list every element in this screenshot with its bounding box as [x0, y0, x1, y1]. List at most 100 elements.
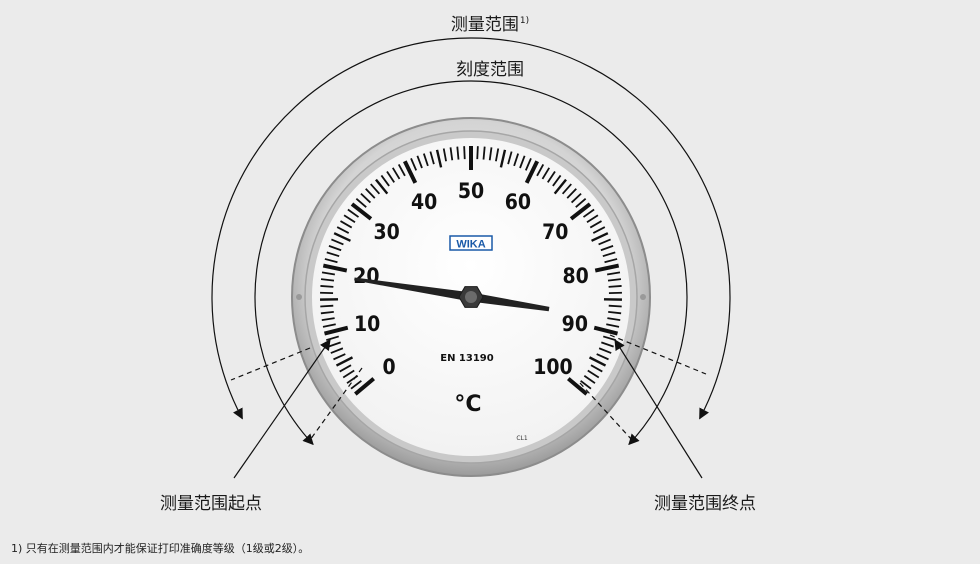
dial-tick [476, 146, 479, 160]
dial-tick [416, 155, 423, 169]
dial-tick [507, 151, 513, 165]
label-measure-range: 测量范围1) [0, 10, 980, 35]
dial-tick [354, 377, 375, 396]
dial-tick [375, 178, 389, 195]
dial-number: 80 [563, 264, 589, 288]
dial-tick [567, 377, 588, 396]
dial-tick [602, 335, 616, 342]
dial-tick [495, 148, 500, 162]
dial-tick [456, 146, 460, 160]
dial-tick [600, 245, 614, 252]
scale-range-arc-left [254, 80, 472, 446]
dial-tick [324, 325, 349, 336]
dial-tick [333, 353, 346, 361]
dial-tick [422, 153, 429, 167]
label-measure-range-text: 测量范围 [450, 15, 519, 35]
dial-tick [607, 278, 622, 282]
dial-tick [488, 147, 493, 161]
dial-tick [365, 188, 376, 199]
range-start-pointer-line [233, 339, 331, 479]
dial-tick [524, 158, 532, 171]
dial-tick [588, 356, 607, 367]
dial-tick [333, 232, 351, 242]
dial-tick [582, 208, 595, 218]
dial-tick [320, 285, 334, 288]
dial-tick [339, 364, 352, 373]
dial-class-mark: CL1 [516, 435, 528, 442]
dial-tick [322, 323, 336, 328]
brand-logo-text: WIKA [456, 239, 485, 251]
dial-tick [328, 245, 342, 252]
dial-tick [342, 369, 355, 379]
dial-tick [586, 214, 599, 224]
dial-tick [350, 380, 362, 390]
dial-tick [608, 304, 622, 308]
dial-tick [602, 251, 616, 258]
dial-tick [380, 174, 390, 187]
dial-tick [606, 271, 621, 276]
dial-tick [330, 347, 344, 354]
dial-tick [482, 146, 486, 160]
dial-unit-text: °C [454, 392, 481, 417]
dial-tick [536, 163, 545, 177]
dial-tick [331, 238, 344, 246]
footnote-text: 1) 只有在测量范围内才能保证打印准确度等级（1级或2级）。 [11, 542, 310, 555]
dial-tick [590, 364, 603, 373]
brand-badge: WIKA [449, 235, 493, 251]
dial-tick [326, 251, 340, 258]
dial-tick [607, 317, 621, 321]
dial-tick [598, 238, 611, 246]
dial-tick [429, 151, 435, 165]
dial-tick [541, 167, 550, 180]
bezel-screw-right [640, 294, 646, 300]
scale-start-dashed-line [309, 367, 363, 441]
scale-range-arc-right [470, 80, 688, 446]
dial-number: 30 [374, 220, 400, 244]
dial-tick [596, 353, 609, 361]
dial-tick [566, 188, 577, 199]
dial-tick [320, 304, 334, 308]
dial-number: 10 [354, 312, 380, 336]
gauge-pointer [354, 277, 550, 312]
dial-tick [570, 192, 582, 204]
dial-tick [340, 220, 353, 229]
dial-tick [347, 208, 360, 218]
dial-tick [336, 226, 350, 234]
dial-tick [606, 323, 620, 328]
dial-number: 90 [562, 312, 588, 336]
pointer-needle [354, 277, 550, 312]
dial-tick [322, 263, 348, 273]
scale-end-dashed-line [579, 382, 633, 441]
dial-tick [324, 258, 338, 264]
measure-range-arc-left [211, 37, 472, 420]
dial-tick [519, 155, 526, 169]
dial-tick [392, 167, 401, 180]
dial-tick [335, 356, 354, 367]
dial-tick [589, 220, 602, 229]
dial-tick [575, 198, 587, 208]
dial-tick [608, 285, 622, 288]
dial-tick [386, 171, 395, 183]
dial-number: 100 [533, 355, 572, 379]
dial-tick [561, 183, 572, 195]
dial-tick [569, 202, 592, 221]
dial-tick [594, 263, 620, 273]
range-indicator-lines [230, 334, 707, 479]
dial-tick [410, 158, 418, 171]
dial-tick [524, 160, 539, 184]
dial-tick [435, 149, 443, 168]
measure-start-dashed-line [230, 347, 311, 381]
dial-tick [350, 202, 373, 221]
dial-tick [370, 183, 381, 195]
dial-tick [598, 347, 612, 354]
dial-tick [580, 380, 592, 390]
dial-tick [601, 341, 614, 348]
range-arcs [211, 37, 731, 446]
dial-tick [403, 160, 418, 184]
dial-tick [591, 232, 609, 242]
label-range-end: 测量范围终点 [654, 494, 756, 514]
pointer-hub-cap [465, 291, 477, 303]
